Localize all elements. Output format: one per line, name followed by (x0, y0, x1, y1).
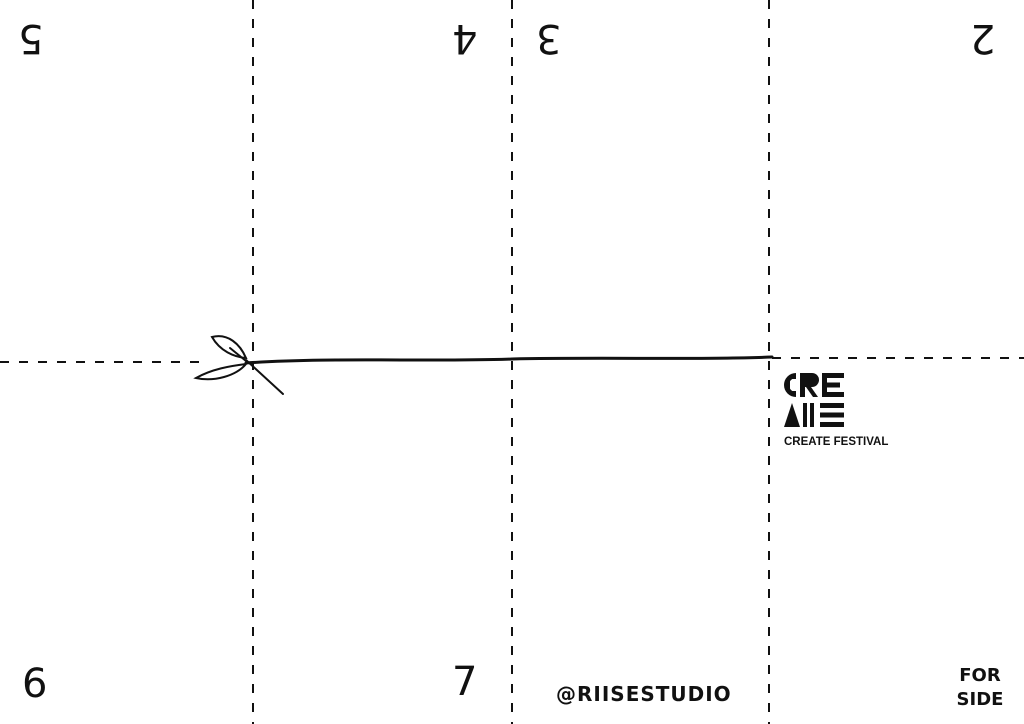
scissors-icon (193, 335, 284, 395)
side-label-line-1: FOR (959, 665, 1001, 686)
panel-number-4: 4 (452, 15, 478, 61)
panel-number-2: 2 (970, 15, 996, 61)
create-festival-logo: CREATE FESTIVAL (784, 373, 889, 449)
panel-number-7: 7 (452, 659, 478, 705)
studio-handle: @RIISESTUDIO (556, 682, 732, 706)
panel-number-5: 5 (18, 15, 44, 61)
create-festival-logo-mark (784, 373, 844, 427)
cut-line (244, 355, 774, 365)
panel-number-6: 6 (22, 661, 48, 707)
panel-number-3: 3 (536, 15, 562, 61)
side-label-line-2: SIDE (956, 689, 1004, 710)
side-label: FOR SIDE (948, 664, 1012, 712)
festival-name: CREATE FESTIVAL (784, 436, 889, 448)
